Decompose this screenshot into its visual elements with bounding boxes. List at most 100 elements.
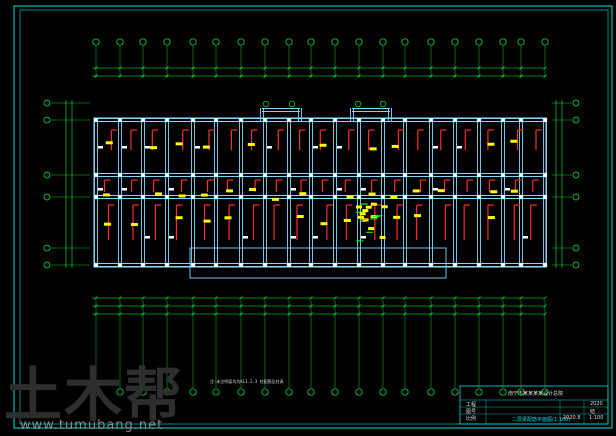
beam-tag — [362, 209, 369, 213]
dimension-tick — [403, 296, 407, 300]
dimension-tick — [381, 312, 385, 316]
dimension-tick — [543, 304, 547, 308]
beam-annotation — [433, 146, 438, 149]
axis-bubble — [572, 261, 580, 269]
title-block — [459, 385, 609, 425]
dimension-tick — [287, 304, 291, 308]
dimension-tick — [239, 66, 243, 70]
dimension-tick — [453, 312, 457, 316]
dimension-tick — [214, 66, 218, 70]
dimension-tick — [191, 74, 195, 78]
column — [190, 262, 196, 268]
column — [332, 194, 338, 200]
beam-tag — [346, 195, 354, 199]
column — [93, 117, 99, 123]
column — [332, 117, 338, 123]
dimension-tick — [309, 74, 313, 78]
axis-bubble — [499, 388, 507, 396]
column — [93, 194, 99, 200]
beam-tag — [102, 193, 110, 197]
dimension-tick — [519, 304, 523, 308]
dimension-tick — [214, 304, 218, 308]
dimension-tick — [519, 74, 523, 78]
axis-bubble — [427, 38, 435, 46]
axis-bubble — [163, 38, 171, 46]
dimension-tick — [381, 296, 385, 300]
axis-bubble — [43, 99, 51, 107]
beam-tag — [320, 222, 328, 226]
column — [164, 194, 170, 200]
beam-annotation — [169, 236, 174, 239]
dimension-tick — [543, 296, 547, 300]
beam-annotation — [361, 236, 366, 239]
dimension-tick — [141, 66, 145, 70]
axis-bubble — [262, 100, 270, 108]
axis-bubble — [572, 171, 580, 179]
column — [238, 117, 244, 123]
column — [356, 117, 362, 123]
beam-annotation — [122, 146, 127, 149]
axis-bubble — [43, 244, 51, 252]
axis-bubble — [116, 38, 124, 46]
beam-annotation — [98, 188, 103, 191]
dimension-tick — [501, 304, 505, 308]
dimension-tick — [543, 312, 547, 316]
beam-tag — [154, 192, 162, 196]
column — [476, 194, 482, 200]
beam-annotation — [457, 146, 462, 149]
column — [286, 262, 292, 268]
beam-outline — [189, 247, 447, 279]
axis-bubble — [331, 38, 339, 46]
dimension-tick — [191, 66, 195, 70]
beam-tag — [412, 189, 420, 193]
dimension-tick — [309, 296, 313, 300]
drawing-note: 注:未注明梁均为KL1.2.3 柱配筋见柱表 — [210, 379, 284, 384]
beam-annotation — [313, 236, 318, 239]
column — [428, 117, 434, 123]
beam-tag — [175, 216, 183, 220]
dimension-tick — [118, 312, 122, 316]
dimension-tick — [333, 312, 337, 316]
watermark-brand: 土木帮 — [4, 361, 185, 429]
column — [140, 194, 146, 200]
dimension-tick — [214, 312, 218, 316]
column — [332, 262, 338, 268]
axis-bubble — [379, 100, 387, 108]
column — [380, 194, 386, 200]
column — [518, 262, 524, 268]
dimension-tick — [239, 296, 243, 300]
beam-tag — [202, 145, 210, 149]
column — [308, 172, 314, 178]
beam-tag — [368, 192, 376, 196]
column — [402, 262, 408, 268]
structural-columns — [93, 117, 548, 268]
building-outline — [93, 117, 547, 268]
column — [238, 262, 244, 268]
dimension-tick — [239, 312, 243, 316]
beam-tag — [103, 222, 111, 226]
axis-bubble — [355, 388, 363, 396]
column — [164, 172, 170, 178]
dimension-tick — [309, 66, 313, 70]
dimension-tick — [287, 74, 291, 78]
dimension-tick — [191, 312, 195, 316]
dimension-tick — [118, 304, 122, 308]
beam-tag — [343, 218, 351, 222]
axis-bubble — [541, 388, 549, 396]
title-block-field-1: 工程 — [466, 402, 477, 408]
dimension-tick — [309, 304, 313, 308]
beam-tag — [200, 193, 208, 197]
column — [213, 194, 219, 200]
dimension-tick — [94, 312, 98, 316]
beam-annotation — [505, 188, 510, 191]
beam-tag — [414, 214, 422, 218]
beam-labels — [98, 139, 528, 242]
dimension-tick — [403, 304, 407, 308]
beam-annotation — [145, 236, 150, 239]
beam-annotation — [433, 188, 438, 191]
dimension-tick — [263, 74, 267, 78]
column — [262, 117, 268, 123]
dimension-tick — [214, 74, 218, 78]
dimension-tick — [214, 296, 218, 300]
